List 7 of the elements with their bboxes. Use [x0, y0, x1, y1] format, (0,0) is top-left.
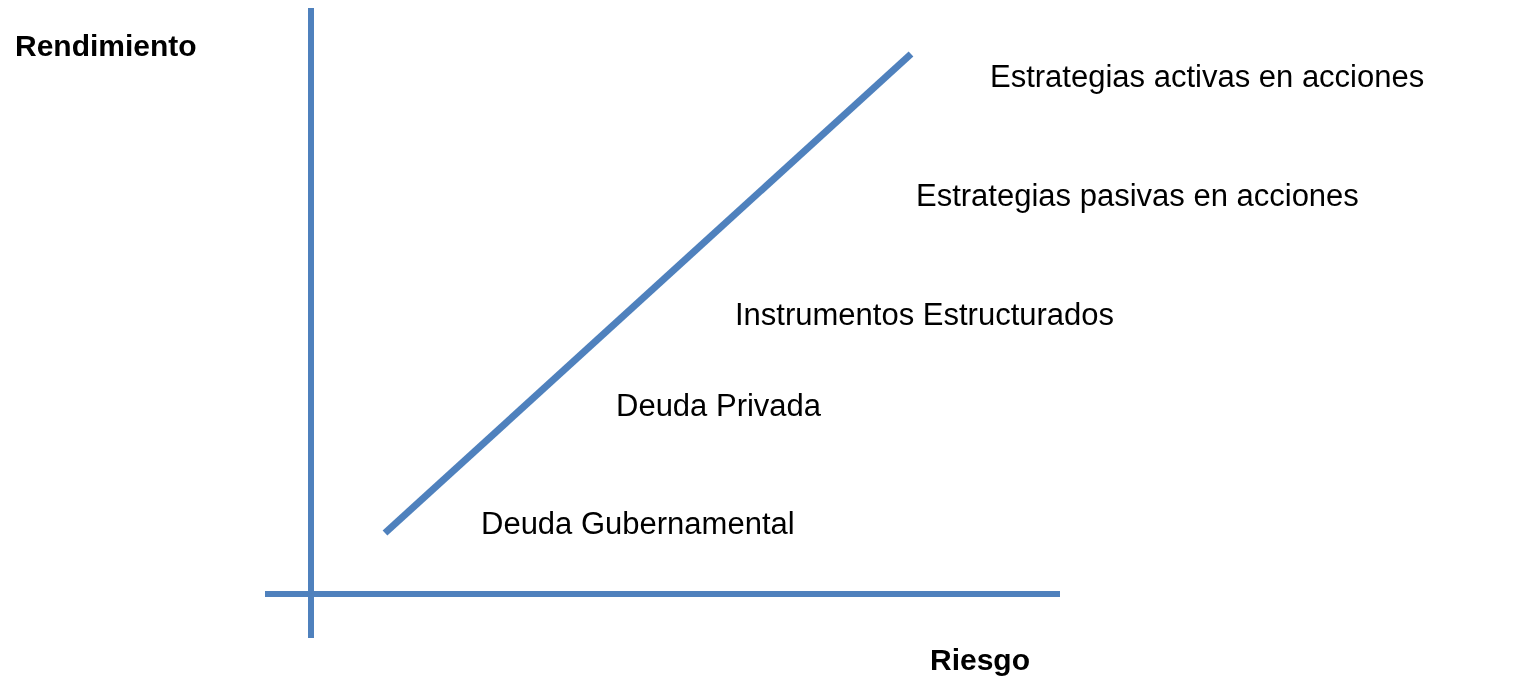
category-label: Instrumentos Estructurados: [735, 298, 1115, 330]
x-axis-title: Riesgo: [930, 644, 1031, 675]
category-label: Deuda Privada: [616, 389, 822, 421]
category-label: Estrategias activas en acciones: [990, 60, 1425, 92]
category-label: Estrategias pasivas en acciones: [916, 179, 1359, 211]
y-axis-title: Rendimiento: [15, 30, 197, 61]
category-label: Deuda Gubernamental: [481, 507, 795, 539]
